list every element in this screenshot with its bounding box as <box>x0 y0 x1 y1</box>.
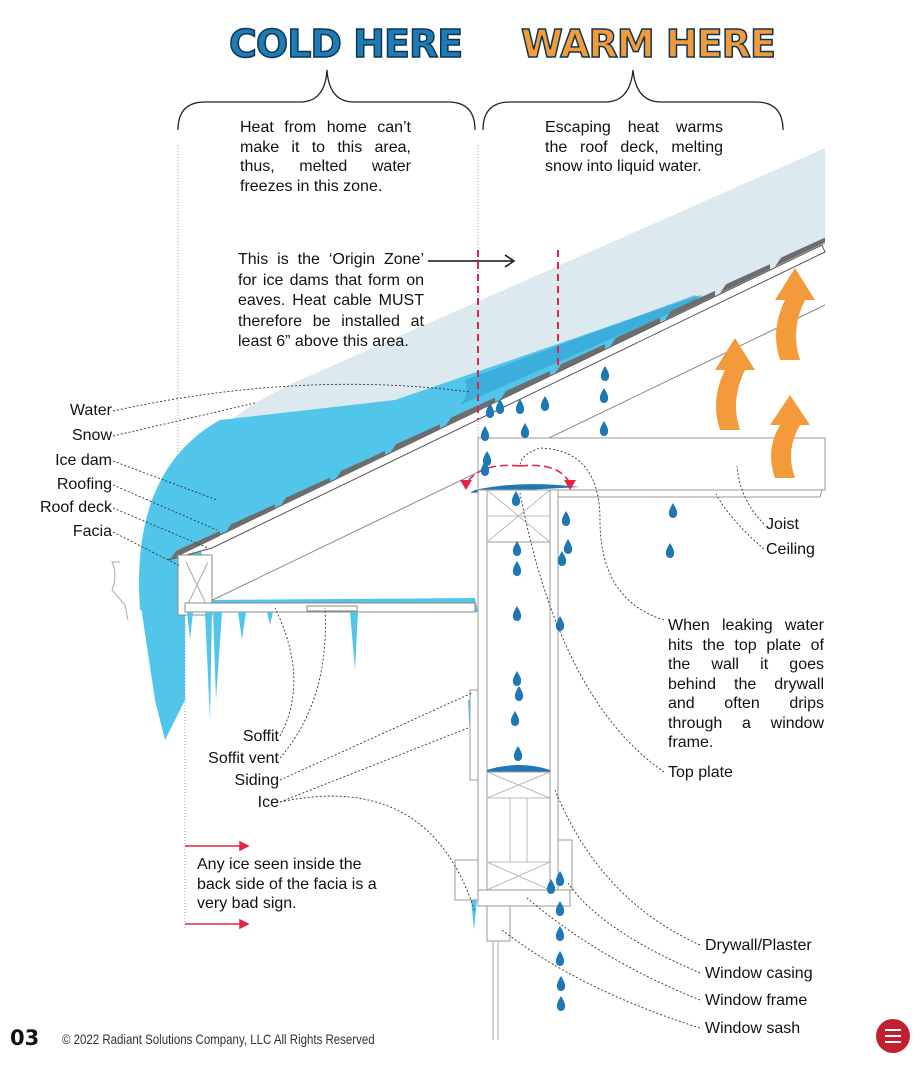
shingle <box>720 264 770 294</box>
shingle <box>610 317 660 347</box>
leader-lines <box>112 383 765 1029</box>
water-drop <box>600 366 610 381</box>
water-drop <box>555 901 565 916</box>
label-ice-dam: Ice dam <box>55 452 112 469</box>
water-drop <box>512 541 522 556</box>
label-ceiling: Ceiling <box>766 541 815 558</box>
soffit-vent <box>306 605 358 612</box>
label-facia: Facia <box>72 523 112 540</box>
water-drop <box>555 926 565 941</box>
label-window-sash: Window sash <box>705 1020 801 1037</box>
label-soffit-vent: Soffit vent <box>208 750 279 767</box>
water-drop <box>546 879 556 894</box>
label-ice: Ice <box>257 794 279 811</box>
roof-deck <box>167 244 826 561</box>
water-drop <box>510 711 520 726</box>
window-frame <box>486 771 551 891</box>
cold-here-header: COLD HERE <box>228 21 464 67</box>
water-drop <box>557 551 567 566</box>
water-drop <box>520 423 530 438</box>
warm-zone-note: Escaping heat warms the roof deck, melti… <box>545 119 723 175</box>
label-joist: Joist <box>766 516 799 533</box>
label-siding: Siding <box>234 772 279 789</box>
water-drop <box>556 996 566 1011</box>
water-drop <box>495 399 505 414</box>
shingle <box>555 344 605 374</box>
water-drop <box>515 399 525 414</box>
water-drop <box>563 539 573 554</box>
siding <box>469 689 479 781</box>
shingle <box>225 504 275 534</box>
roofing-shingles <box>170 237 825 560</box>
drywall <box>549 489 559 891</box>
water-drop <box>599 421 609 436</box>
label-roofing: Roofing <box>56 476 112 493</box>
water-drop <box>599 388 609 403</box>
heat-arrows <box>715 268 815 478</box>
shingle <box>170 531 220 560</box>
water-drop <box>555 951 565 966</box>
leaking-water-note: When leaking water hits the top plate of… <box>668 617 824 751</box>
copyright: © 2022 Radiant Solutions Company, LLC Al… <box>62 1031 375 1047</box>
menu-icon[interactable] <box>876 1019 910 1053</box>
water-drop <box>512 671 522 686</box>
water-drop <box>511 491 521 506</box>
water-drop <box>540 396 550 411</box>
water-drop <box>512 561 522 576</box>
warm-here-header: WARM HERE <box>520 21 776 67</box>
warm-zone-brace <box>482 69 784 131</box>
cold-zone-note: Heat from home can’t make it to this are… <box>240 119 411 195</box>
label-window-frame: Window frame <box>705 992 808 1009</box>
ceiling <box>478 489 823 498</box>
shingle <box>775 237 825 267</box>
label-drywall: Drywall/Plaster <box>705 937 812 954</box>
origin-zone-note: This is the ‘Origin Zone’ for ice dams t… <box>238 251 424 350</box>
label-window-casing: Window casing <box>705 965 813 982</box>
joist <box>477 437 826 491</box>
page-number: 03 <box>10 1026 40 1050</box>
shingle <box>280 477 330 507</box>
window-sash <box>486 905 511 942</box>
shingle <box>500 370 550 400</box>
water-drop <box>480 461 490 476</box>
water-drop <box>555 871 565 886</box>
water-drop <box>514 686 524 701</box>
shingle <box>665 290 715 320</box>
ice-on-facia <box>140 600 185 740</box>
shingle <box>390 424 440 454</box>
water-drop <box>561 511 571 526</box>
label-roof-deck: Roof deck <box>39 499 112 516</box>
shingle <box>335 450 385 480</box>
facia-ice-note: Any ice seen inside the back side of the… <box>197 856 377 912</box>
shingle <box>445 397 495 427</box>
label-top-plate: Top plate <box>668 764 733 781</box>
water-drop <box>556 976 566 991</box>
water-drop <box>668 503 678 518</box>
water-drop <box>513 746 523 761</box>
water-drop <box>665 543 675 558</box>
label-soffit: Soffit <box>242 728 279 745</box>
water-drop <box>480 426 490 441</box>
water-drop <box>485 403 495 418</box>
water-drops <box>480 366 678 1011</box>
label-water: Water <box>69 402 112 419</box>
cold-zone-brace <box>177 69 476 131</box>
label-snow: Snow <box>71 427 112 444</box>
water-drop <box>512 606 522 621</box>
